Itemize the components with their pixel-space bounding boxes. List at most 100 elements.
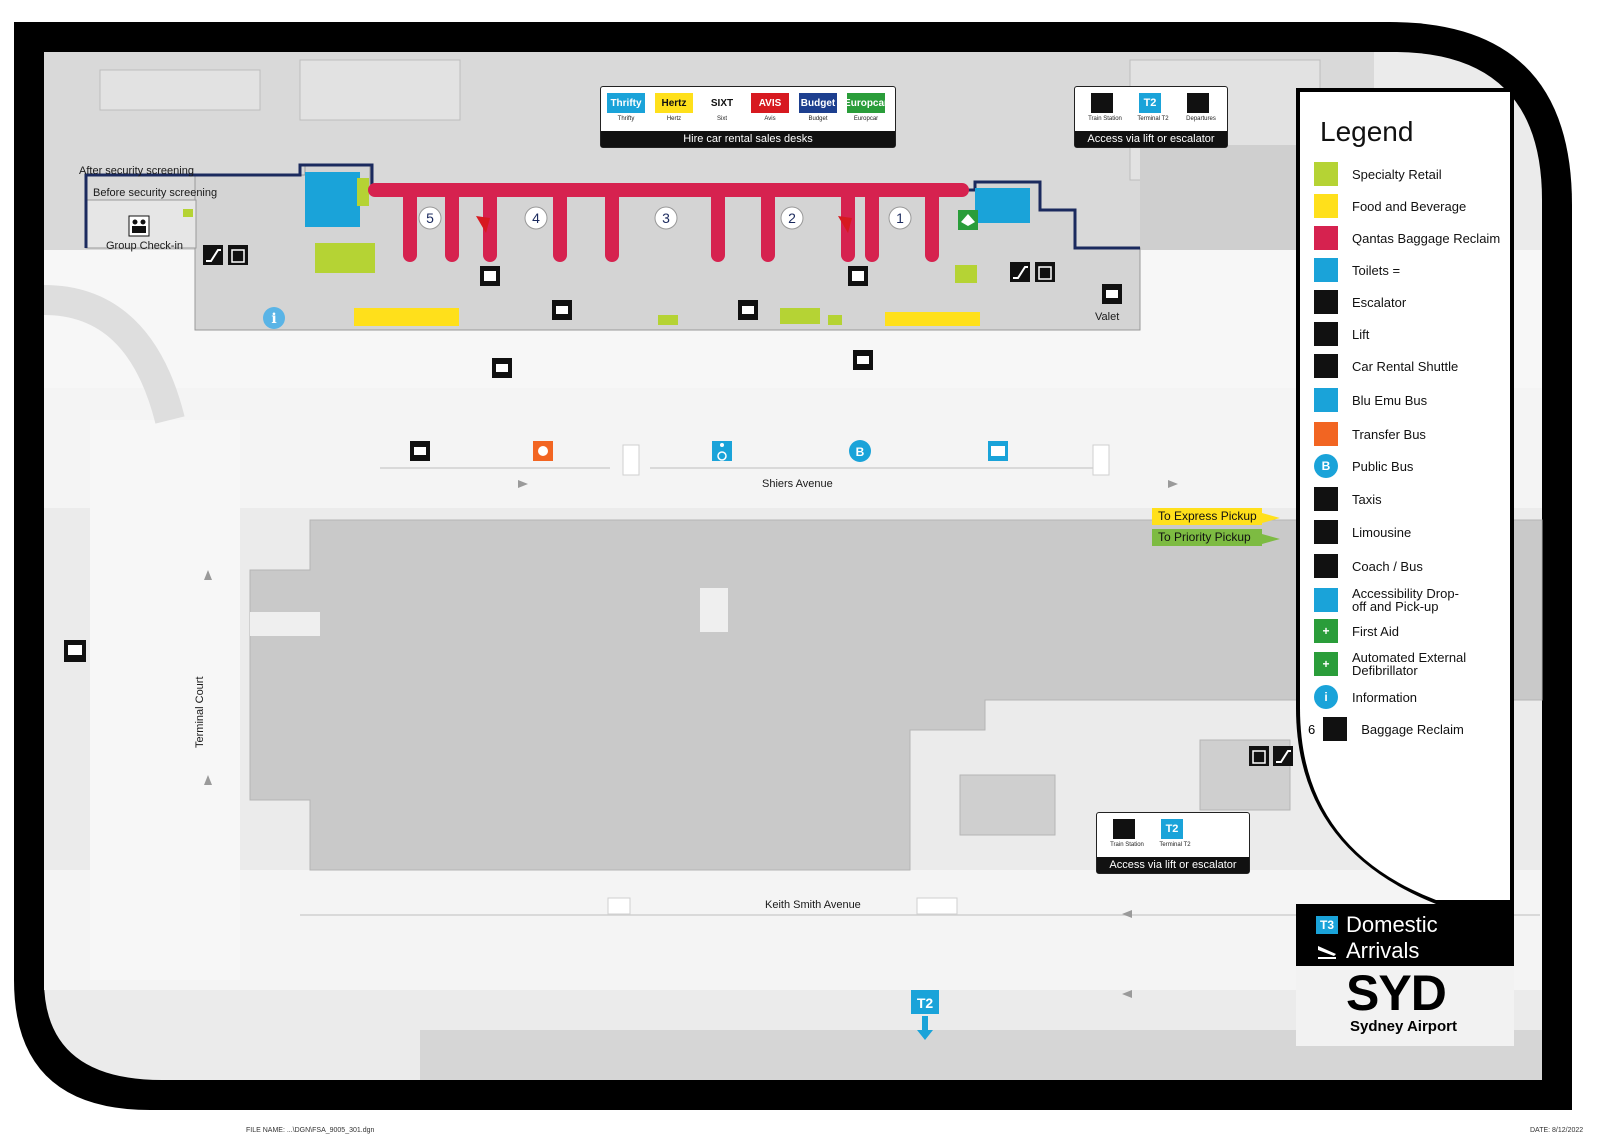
transfer-bus-icon [533, 441, 553, 461]
syd-logo-area: SYD Sydney Airport [1296, 965, 1514, 1046]
carousel-5: 5 [418, 206, 442, 230]
rental-logo-budget: Budget [799, 93, 837, 113]
carousel-number: 4 [532, 210, 540, 226]
direction-arrows [204, 480, 1178, 998]
terminal-court-label: Terminal Court [194, 676, 206, 748]
access-sign-top-caption: Access via lift or escalator [1075, 131, 1227, 147]
legend-item: Escalator [1314, 288, 1406, 316]
legend-label: Food and Beverage [1352, 198, 1467, 214]
express-pickup-label: To Express Pickup [1158, 509, 1257, 523]
limousine-icon [1314, 520, 1338, 544]
lift-icon [228, 245, 248, 265]
lift-icon [1314, 322, 1338, 346]
legend-item: Lift [1314, 320, 1369, 348]
car-rental-desks-caption: Hire car rental sales desks [601, 131, 895, 147]
escalator-icon [1010, 262, 1030, 282]
terminal-court-road [90, 420, 240, 980]
legend-label: Coach / Bus [1352, 558, 1423, 574]
priority-pickup-sign: To Priority Pickup [1152, 529, 1262, 546]
rental-caption: Avis [764, 116, 776, 122]
baggage-reclaim-icon [1323, 717, 1348, 741]
retail-1 [315, 243, 375, 273]
legend-item: Blu Emu Bus [1314, 386, 1427, 414]
arrivals-icon [1316, 942, 1338, 960]
access-caption: Train Station [1088, 116, 1122, 122]
t2-direction-marker: T2 [911, 990, 939, 1040]
legend-label: Accessibility Drop-off and Pick-up [1352, 586, 1459, 614]
legend-label: Qantas Baggage Reclaim [1352, 230, 1501, 246]
t2-icon: T2 [1161, 819, 1183, 839]
transfer-bus-icon [1314, 422, 1338, 446]
access-caption: Train Station [1110, 842, 1144, 848]
access-caption: Terminal T2 [1137, 116, 1169, 122]
legend-item: Taxis [1314, 485, 1382, 513]
car-rental-shuttle-icon [738, 300, 758, 320]
carousel-number: 2 [788, 210, 796, 226]
legend-label: Escalator [1352, 294, 1407, 310]
information-icon: i [1314, 685, 1338, 709]
svg-text:B: B [856, 445, 865, 459]
legend-number: 6 [1308, 721, 1316, 737]
legend-item: Accessibility Drop-off and Pick-up [1314, 586, 1472, 614]
t2-icon: T2 [1139, 93, 1161, 113]
car-rental-shuttle-icon [552, 300, 572, 320]
rental-caption: Europcar [853, 116, 879, 122]
legend-label: Limousine [1352, 524, 1412, 540]
keith-smith-avenue-label: Keith Smith Avenue [765, 899, 861, 911]
escalator-icon [1273, 746, 1293, 766]
accessibility-icon [1314, 588, 1338, 612]
toilets-west [305, 172, 360, 227]
legend-item: Specialty Retail [1314, 160, 1442, 188]
rental-caption: Thrifty [617, 116, 635, 122]
shiers-avenue-label: Shiers Avenue [762, 478, 833, 490]
keith-smith-avenue-road [44, 870, 1542, 990]
shiers-avenue-road [44, 388, 1542, 508]
taxi-icon [1314, 487, 1338, 511]
legend-label: Toilets = [1352, 262, 1401, 278]
before-security-label: Before security screening [93, 187, 217, 199]
lift-icon [1035, 262, 1055, 282]
legend-label: Blu Emu Bus [1352, 392, 1428, 408]
first-aid-icon: + [1314, 619, 1338, 643]
car-rental-shuttle-icon [410, 441, 430, 461]
legend-label: Car Rental Shuttle [1352, 358, 1459, 374]
qantas-reclaim-swatch [1314, 226, 1338, 250]
car-rental-shuttle-icon [1314, 354, 1338, 378]
aed-icon: + [1314, 652, 1338, 676]
food-2 [885, 312, 980, 326]
valet-icon [1102, 284, 1122, 304]
legend-label: Automated External Defibrillator [1352, 650, 1467, 678]
blu-emu-icon [1314, 388, 1338, 412]
escalator-icon [1314, 290, 1338, 314]
information-icon: i [263, 307, 285, 329]
coach-bus-icon [1314, 554, 1338, 578]
legend-item: Food and Beverage [1314, 192, 1466, 220]
legend-label: Specialty Retail [1352, 166, 1442, 182]
rental-caption: Budget [808, 116, 828, 122]
food-beverage-swatch [1314, 194, 1338, 218]
legend-item: Toilets = [1314, 256, 1400, 284]
domestic-label: Domestic [1346, 912, 1438, 937]
express-pickup-arrow [1262, 513, 1280, 523]
after-security-label: After security screening [79, 165, 194, 177]
syd-logo-subtitle: Sydney Airport [1350, 1018, 1457, 1035]
date-note: DATE: 8/12/2022 [1530, 1127, 1584, 1134]
carousel-3: 3 [654, 206, 678, 230]
carousel-number: 1 [896, 210, 904, 226]
rental-logo-hertz: Hertz [655, 93, 693, 113]
legend-item: Coach / Bus [1314, 552, 1423, 580]
legend-item: Limousine [1314, 518, 1411, 546]
lift-icon [1249, 746, 1269, 766]
carousel-1: 1 [888, 206, 912, 230]
toilets-east [975, 188, 1030, 223]
qantas-logo [476, 216, 490, 233]
access-caption: Terminal T2 [1159, 842, 1191, 848]
express-pickup-sign: To Express Pickup [1152, 508, 1262, 525]
